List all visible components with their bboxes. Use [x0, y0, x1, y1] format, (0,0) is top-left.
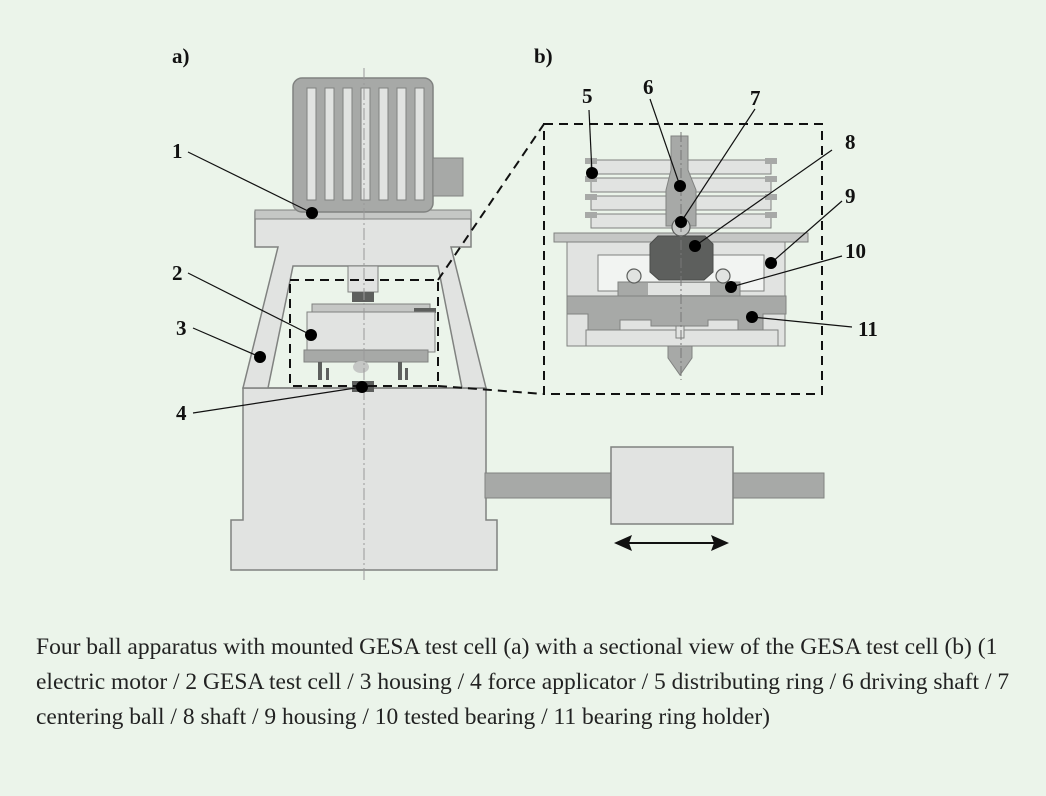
test-cell-detail-frame [289, 279, 439, 387]
callout-11: 11 [858, 317, 878, 341]
test-cell-top-plate [311, 303, 431, 313]
test-cell-lever [414, 308, 436, 313]
callout-dots [254, 167, 777, 393]
panel-label-b: b) [534, 44, 553, 68]
coupling-lower [352, 292, 374, 302]
bearing-ball-right [715, 268, 731, 284]
callout-4: 4 [176, 401, 187, 425]
motor-terminal-box [432, 157, 464, 197]
bearing-race-gap [648, 283, 710, 295]
sectional-frame [543, 123, 823, 395]
zoom-connector-lines [437, 123, 545, 395]
motor-fins [306, 87, 425, 201]
callout-7: 7 [750, 86, 761, 110]
apparatus-side-view [230, 68, 825, 582]
slide-block [610, 446, 734, 525]
figure-caption: Four ball apparatus with mounted GESA te… [36, 634, 1010, 730]
callout-1: 1 [172, 139, 183, 163]
panel-label-a: a) [172, 44, 190, 68]
callout-5: 5 [582, 84, 593, 108]
sectional-view [543, 123, 823, 395]
bearing-ring-holder [566, 295, 787, 331]
frame-housing [242, 211, 487, 389]
callout-3: 3 [176, 316, 187, 340]
callout-9: 9 [845, 184, 856, 208]
cell-ball-tip [353, 361, 369, 373]
test-cell-bottom [303, 349, 429, 363]
double-arrow [614, 535, 729, 551]
leader-lines [187, 98, 853, 414]
apparatus-diagram: a) b) 1 2 3 4 5 6 7 8 9 10 11 [172, 44, 878, 582]
callout-2: 2 [172, 261, 183, 285]
cell-feet [318, 362, 408, 380]
callout-8: 8 [845, 130, 856, 154]
lower-pin [675, 325, 685, 339]
lower-point [667, 345, 693, 376]
bearing-ball-left [626, 268, 642, 284]
test-cell-body [306, 311, 436, 353]
callout-10: 10 [845, 239, 866, 263]
callout-6: 6 [643, 75, 654, 99]
